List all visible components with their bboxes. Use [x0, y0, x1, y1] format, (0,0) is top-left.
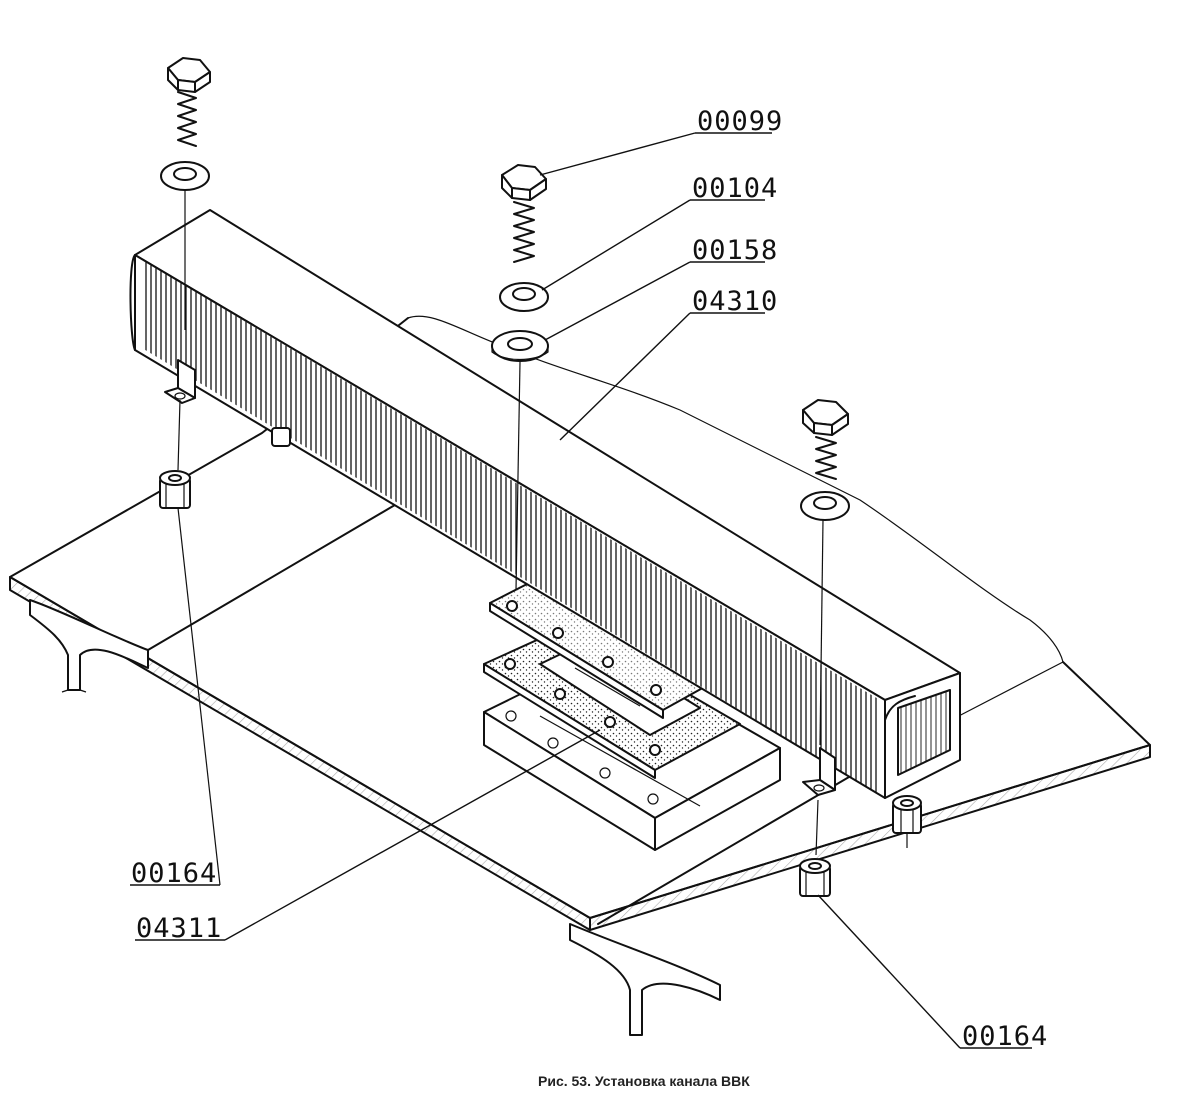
flat-washer-center: [491, 330, 549, 362]
label-00099: 00099: [697, 106, 783, 137]
axis-line-center: [515, 361, 521, 591]
standoff-right: [799, 858, 831, 897]
standoff-rear-right: [892, 795, 922, 848]
callout-00164-right: 00164: [817, 894, 1048, 1052]
bolt-center: [501, 164, 547, 263]
label-04311: 04311: [136, 913, 222, 944]
axis-line-right: [819, 519, 824, 746]
callout-00164-left: 00164: [130, 858, 220, 889]
washer-left: [160, 161, 210, 191]
bolt-right: [802, 399, 849, 480]
axis-line-right-lower: [815, 799, 819, 856]
label-00164-right: 00164: [962, 1021, 1048, 1052]
callout-00104: 00104: [541, 173, 778, 291]
label-04310: 04310: [692, 286, 778, 317]
axis-line-standoff-left: [177, 507, 221, 886]
axis-line-left-lower: [177, 399, 181, 471]
rear-standoff-left: [271, 427, 291, 447]
label-00164-left: 00164: [131, 858, 217, 889]
bolt-left: [167, 57, 211, 147]
support-rail-left: [29, 599, 149, 693]
base-panel: [9, 315, 1151, 931]
bracket-left: [164, 359, 196, 404]
callout-00158: 00158: [544, 235, 778, 341]
support-rail-right: [569, 923, 721, 1036]
spring-washer-center: [499, 282, 549, 312]
standoff-left: [159, 470, 191, 509]
bracket-right: [802, 747, 836, 796]
label-00158: 00158: [692, 235, 778, 266]
figure-caption: Рис. 53. Установка канала ВВК: [538, 1073, 750, 1089]
spring-washer-right: [800, 491, 850, 521]
callout-00099: 00099: [539, 106, 783, 176]
label-00104: 00104: [692, 173, 778, 204]
channel-body: [129, 209, 961, 799]
callout-04310: 04310: [559, 286, 778, 441]
callout-04311: 04311: [135, 729, 601, 944]
